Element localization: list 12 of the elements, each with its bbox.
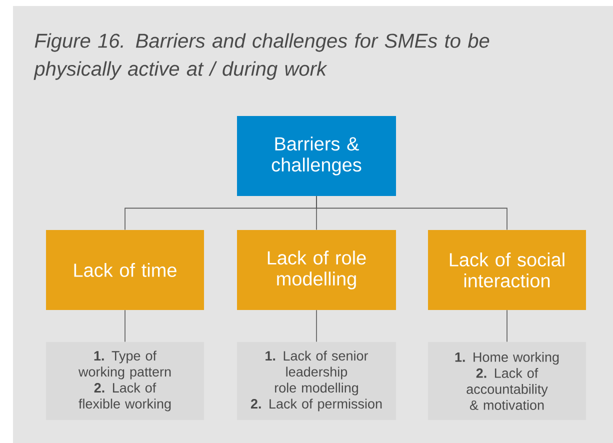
- category-box: Lack of time: [46, 230, 204, 310]
- connector-line: [124, 310, 126, 342]
- figure-title: Figure 16. Barriers and challenges for SMEs to be physically active at / during work: [34, 33, 490, 80]
- connector-line: [316, 310, 317, 342]
- item-box: 1. Lack of senior leadership role modelling 2. Lack of permission: [237, 342, 396, 420]
- connector-line: [316, 196, 508, 230]
- connector-line: [506, 310, 508, 342]
- category-box: Lack of role modelling: [237, 230, 396, 310]
- item-box: 1. Type of working pattern 2. Lack of flexible working: [46, 342, 204, 420]
- category-box: Lack of social interaction: [428, 230, 586, 310]
- item-box: 1. Home working 2. Lack of accountability & motivation: [428, 342, 586, 420]
- process-box: Barriers & challenges: [237, 116, 396, 196]
